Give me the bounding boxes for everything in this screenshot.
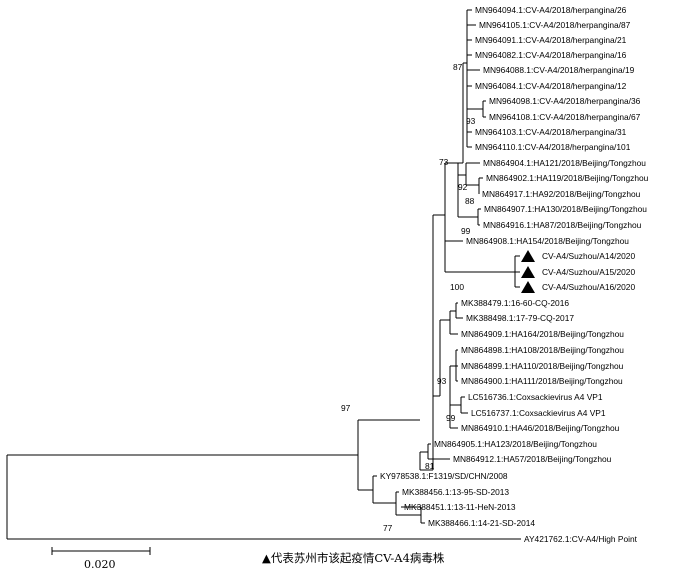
leaf-label: CV-A4/Suzhou/A16/2020 bbox=[542, 282, 635, 292]
leaf-label: MK388451.1:13-11-HeN-2013 bbox=[404, 502, 516, 512]
leaf-label: MN964094.1:CV-A4/2018/herpangina/26 bbox=[475, 5, 627, 15]
leaf-label: MN864899.1:HA110/2018/Beijing/Tongzhou bbox=[461, 361, 624, 371]
leaf-label: MN964108.1:CV-A4/2018/herpangina/67 bbox=[489, 112, 641, 122]
leaf-label: MN964098.1:CV-A4/2018/herpangina/36 bbox=[489, 96, 641, 106]
leaf-label: MN964103.1:CV-A4/2018/herpangina/31 bbox=[475, 127, 627, 137]
leaf-label: MN964091.1:CV-A4/2018/herpangina/21 bbox=[475, 35, 627, 45]
leaf-label: CV-A4/Suzhou/A15/2020 bbox=[542, 267, 635, 277]
leaf-label: MN964084.1:CV-A4/2018/herpangina/12 bbox=[475, 81, 627, 91]
leaf-label: MN864898.1:HA108/2018/Beijing/Tongzhou bbox=[461, 345, 624, 355]
leaf-label: MN864904.1:HA121/2018/Beijing/Tongzhou bbox=[483, 158, 646, 168]
bootstrap-value: 97 bbox=[341, 403, 351, 413]
leaf-label: MK388466.1:14-21-SD-2014 bbox=[428, 518, 535, 528]
leaf-label: AY421762.1:CV-A4/High Point bbox=[524, 534, 638, 544]
bootstrap-value: 100 bbox=[450, 282, 464, 292]
leaf-label: MN864905.1:HA123/2018/Beijing/Tongzhou bbox=[434, 439, 597, 449]
bootstrap-value: 92 bbox=[458, 182, 468, 192]
leaf-label: MN964110.1:CV-A4/2018/herpangina/101 bbox=[475, 142, 631, 152]
bootstrap-value: 93 bbox=[437, 376, 447, 386]
leaf-label: MN964082.1:CV-A4/2018/herpangina/16 bbox=[475, 50, 627, 60]
bootstrap-value: 73 bbox=[439, 157, 449, 167]
leaf-label: MN964105.1:CV-A4/2018/herpangina/87 bbox=[479, 20, 631, 30]
leaf-label: MN864900.1:HA111/2018/Beijing/Tongzhou bbox=[461, 376, 623, 386]
bootstrap-value: 88 bbox=[465, 196, 475, 206]
scale-bar-label: 0.020 bbox=[84, 558, 116, 569]
bootstrap-value: 77 bbox=[383, 523, 393, 533]
leaf-label: MN864902.1:HA119/2018/Beijing/Tongzhou bbox=[486, 173, 649, 183]
leaf-label: MN964088.1:CV-A4/2018/herpangina/19 bbox=[483, 65, 635, 75]
triangle-marker-icon bbox=[521, 266, 535, 278]
triangle-marker-icon bbox=[521, 250, 535, 262]
leaf-label: MN864908.1:HA154/2018/Beijing/Tongzhou bbox=[466, 236, 629, 246]
bootstrap-value: 99 bbox=[461, 226, 471, 236]
bootstrap-value: 81 bbox=[425, 461, 435, 471]
leaf-label: MN864907.1:HA130/2018/Beijing/Tongzhou bbox=[484, 204, 647, 214]
triangle-marker-icon bbox=[521, 281, 535, 293]
leaf-label: LC516736.1:Coxsackievirus A4 VP1 bbox=[468, 392, 603, 402]
leaf-label: MK388498.1:17-79-CQ-2017 bbox=[466, 313, 574, 323]
leaf-label: MN864910.1:HA46/2018/Beijing/Tongzhou bbox=[461, 423, 620, 433]
leaf-label: MN864917.1:HA92/2018/Beijing/Tongzhou bbox=[482, 189, 641, 199]
leaf-label: MN864916.1:HA87/2018/Beijing/Tongzhou bbox=[483, 220, 642, 230]
bootstrap-value: 99 bbox=[446, 413, 456, 423]
leaf-label: CV-A4/Suzhou/A14/2020 bbox=[542, 251, 635, 261]
bootstrap-value: 87 bbox=[453, 62, 463, 72]
leaf-label: MN864912.1:HA57/2018/Beijing/Tongzhou bbox=[453, 454, 612, 464]
leaf-label: MK388456.1:13-95-SD-2013 bbox=[402, 487, 509, 497]
leaf-label: MN864909.1:HA164/2018/Beijing/Tongzhou bbox=[461, 329, 624, 339]
leaf-label: KY978538.1:F1319/SD/CHN/2008 bbox=[380, 471, 508, 481]
bootstrap-value: 93 bbox=[466, 116, 476, 126]
leaf-label: LC516737.1:Coxsackievirus A4 VP1 bbox=[471, 408, 606, 418]
legend-text: ▲代表苏州市该起疫情CV-A4病毒株 bbox=[262, 551, 445, 565]
leaf-label: MK388479.1:16-60-CQ-2016 bbox=[461, 298, 569, 308]
